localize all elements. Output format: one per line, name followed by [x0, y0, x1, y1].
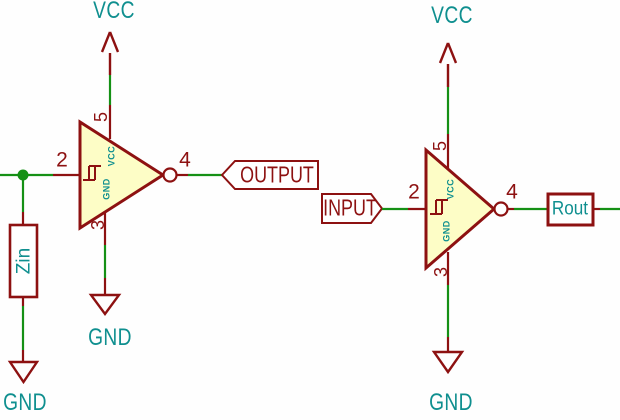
gate2-pin4-number: 4 [506, 180, 518, 204]
global-label-output[interactable] [220, 160, 319, 190]
gate2-pin5-number: 5 [430, 140, 450, 152]
input-net-label[interactable]: INPUT [323, 194, 377, 221]
resistor-rout[interactable] [546, 192, 600, 227]
vcc-symbol-left[interactable] [100, 31, 120, 75]
gnd-symbol-gate2[interactable] [431, 337, 465, 375]
gate1-gnd-pin-name: GND [101, 178, 112, 200]
gate1-pin2-number: 2 [56, 148, 68, 172]
gate1-pin5-number: 5 [91, 111, 111, 123]
gnd-label-gate2[interactable]: GND [429, 389, 473, 416]
gate2-pin3-number: 3 [431, 266, 451, 278]
gate2-gnd-pin-name: GND [441, 220, 452, 242]
output-net-label[interactable]: OUTPUT [240, 161, 314, 188]
zin-value-label[interactable]: Zin [13, 247, 35, 275]
schmitt-hysteresis-icon [83, 165, 101, 181]
gate1-pin4-number: 4 [179, 148, 191, 172]
gate1-vcc-pin-name: VCC [106, 145, 117, 167]
gate1-pin3-number: 3 [88, 219, 108, 231]
gnd-label-gate1[interactable]: GND [88, 324, 132, 351]
gate2-vcc-pin-name: VCC [445, 178, 456, 200]
gate2-pin2-number: 2 [408, 180, 420, 204]
vcc-symbol-right[interactable] [438, 42, 458, 87]
schmitt-hysteresis-icon [430, 199, 448, 215]
rout-value-label[interactable]: Rout [551, 198, 589, 220]
gnd-label-zin[interactable]: GND [3, 389, 47, 416]
inverter-bubble [162, 167, 178, 183]
vcc-label-right[interactable]: VCC [431, 2, 473, 29]
vcc-label-left[interactable]: VCC [93, 0, 135, 24]
wire-left-input[interactable] [0, 169, 53, 181]
gnd-symbol-gate1[interactable] [88, 278, 122, 317]
inverter-gate-2[interactable] [408, 134, 514, 285]
inverter-bubble [493, 201, 509, 217]
resistor-zin[interactable] [8, 212, 39, 306]
inverter-gate-1[interactable] [53, 105, 188, 245]
gnd-symbol-zin[interactable] [7, 350, 40, 385]
global-label-input[interactable] [321, 193, 384, 224]
